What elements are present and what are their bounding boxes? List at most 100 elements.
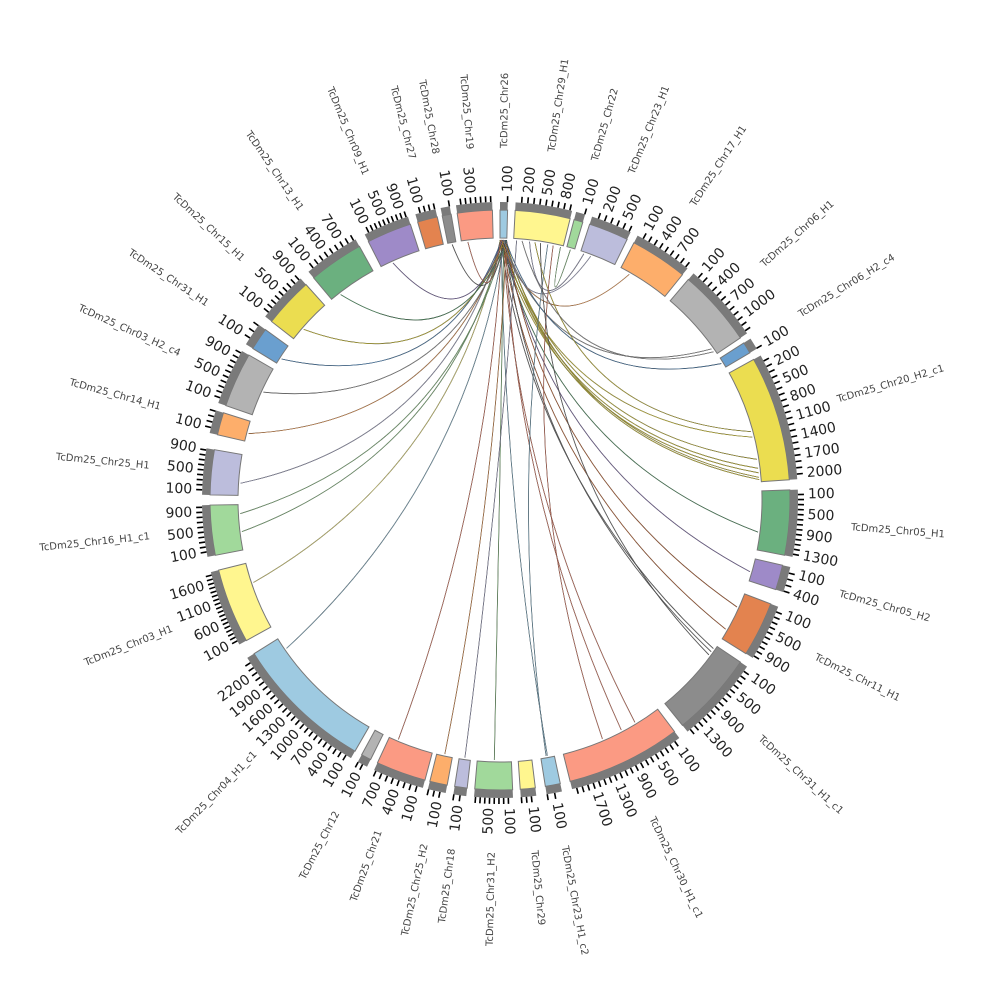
sector-block bbox=[216, 412, 251, 442]
tick-label: 1700 bbox=[589, 790, 615, 829]
tick-label: 100 bbox=[403, 175, 426, 205]
tick-label: 500 bbox=[192, 355, 223, 381]
sector-axis-band bbox=[453, 786, 468, 797]
axis-tick bbox=[253, 321, 259, 327]
tick-label: 500 bbox=[166, 458, 194, 477]
sector-name-label: TcDm25_Chr05_H2 bbox=[837, 589, 932, 625]
sector-axis-band bbox=[520, 787, 537, 798]
sector-axis-band bbox=[202, 448, 215, 495]
link-chord bbox=[464, 240, 517, 758]
axis-tick bbox=[244, 334, 251, 339]
link-chord-fill bbox=[392, 239, 503, 300]
axis-tick bbox=[323, 251, 329, 258]
tick-label: 100 bbox=[580, 177, 603, 207]
axis-tick bbox=[210, 590, 217, 594]
sector-axis-band bbox=[474, 788, 513, 798]
axis-tick bbox=[791, 434, 798, 438]
axis-tick bbox=[339, 241, 344, 248]
axis-tick bbox=[278, 290, 284, 297]
axis-tick bbox=[776, 386, 783, 391]
sector-axis-band bbox=[743, 338, 757, 353]
axis-tick bbox=[218, 384, 225, 389]
sector-TcDm25_Chr29: 100 bbox=[517, 759, 543, 834]
axis-tick bbox=[342, 754, 347, 761]
tick-label: 100 bbox=[215, 311, 246, 339]
link-chord-fill bbox=[464, 240, 517, 758]
sector-name-label: TcDm25_Chr03_H2_c4 bbox=[76, 303, 182, 359]
axis-tick bbox=[197, 473, 204, 476]
sector-axis-band bbox=[427, 781, 448, 794]
link-chord-fill bbox=[501, 239, 630, 307]
axis-tick bbox=[312, 734, 318, 741]
axis-tick bbox=[432, 203, 436, 210]
axis-tick bbox=[674, 253, 680, 260]
sector-name-label: TcDm25_Chr23_H1 bbox=[626, 84, 672, 176]
link-chord-fill bbox=[253, 239, 501, 583]
axis-tick bbox=[775, 611, 783, 615]
link-chord-fill bbox=[499, 239, 759, 474]
axis-tick bbox=[722, 697, 728, 703]
axis-tick bbox=[796, 472, 803, 475]
axis-tick bbox=[575, 787, 580, 794]
axis-tick bbox=[417, 206, 421, 214]
tick-label: 2000 bbox=[806, 462, 843, 481]
axis-tick bbox=[427, 204, 431, 211]
axis-tick bbox=[211, 594, 218, 598]
axis-tick bbox=[303, 727, 309, 734]
axis-tick bbox=[569, 204, 573, 211]
sector-TcDm25_Chr28: 100 bbox=[435, 169, 457, 244]
sector-name-label: TcDm25_Chr30_H1_c1 bbox=[646, 814, 704, 920]
axis-tick bbox=[551, 200, 554, 207]
sector-TcDm25_Chr27: 100 bbox=[403, 175, 444, 250]
sector-name-label: TcDm25_Chr31_H1_c1 bbox=[755, 733, 845, 817]
sector-TcDm25_Chr18: 100 bbox=[447, 758, 471, 833]
axis-tick bbox=[359, 764, 364, 771]
axis-tick bbox=[624, 770, 629, 777]
axis-tick bbox=[263, 307, 270, 313]
sector-block bbox=[499, 209, 509, 239]
tick-label: 500 bbox=[807, 507, 834, 524]
sector-name-label: TcDm25_Chr15_H1 bbox=[169, 191, 246, 264]
link-chord-fill bbox=[502, 239, 760, 480]
axis-tick bbox=[711, 286, 718, 292]
axis-tick bbox=[586, 784, 591, 791]
sector-axis-band bbox=[247, 653, 355, 759]
axis-tick bbox=[795, 460, 802, 463]
sector-block bbox=[441, 213, 457, 244]
axis-tick bbox=[224, 369, 232, 374]
tick-label: 100 bbox=[501, 808, 518, 835]
sector-axis-band bbox=[500, 202, 508, 211]
sector-name-label: TcDm25_Chr26 bbox=[499, 73, 511, 149]
sector-block bbox=[721, 593, 772, 655]
axis-tick bbox=[674, 740, 679, 747]
axis-tick bbox=[650, 756, 655, 763]
axis-tick bbox=[539, 198, 542, 205]
sector-block bbox=[517, 759, 536, 790]
tick-label: 900 bbox=[165, 505, 192, 522]
axis-tick bbox=[384, 775, 389, 782]
tick-label: 100 bbox=[782, 608, 813, 633]
sector-TcDm25_Chr26: 100 bbox=[499, 165, 516, 239]
axis-tick bbox=[244, 662, 251, 667]
axis-tick bbox=[664, 246, 670, 253]
tick-label: 1300 bbox=[611, 781, 639, 820]
link-chord-fill bbox=[241, 239, 504, 532]
axis-tick bbox=[795, 533, 803, 536]
sector-TcDm25_Chr19: 300 bbox=[455, 166, 494, 242]
link-chord-fill bbox=[505, 239, 722, 370]
sector-axis-band bbox=[265, 278, 306, 322]
sector-axis-band bbox=[570, 731, 680, 790]
sector-axis-band bbox=[745, 603, 779, 658]
axis-tick bbox=[648, 236, 653, 243]
tick-label: 100 bbox=[183, 378, 214, 402]
tick-label: 100 bbox=[447, 804, 466, 833]
tick-label: 500 bbox=[773, 629, 804, 655]
axis-tick bbox=[702, 277, 708, 283]
tick-label: 100 bbox=[797, 568, 827, 590]
axis-tick bbox=[224, 625, 231, 630]
